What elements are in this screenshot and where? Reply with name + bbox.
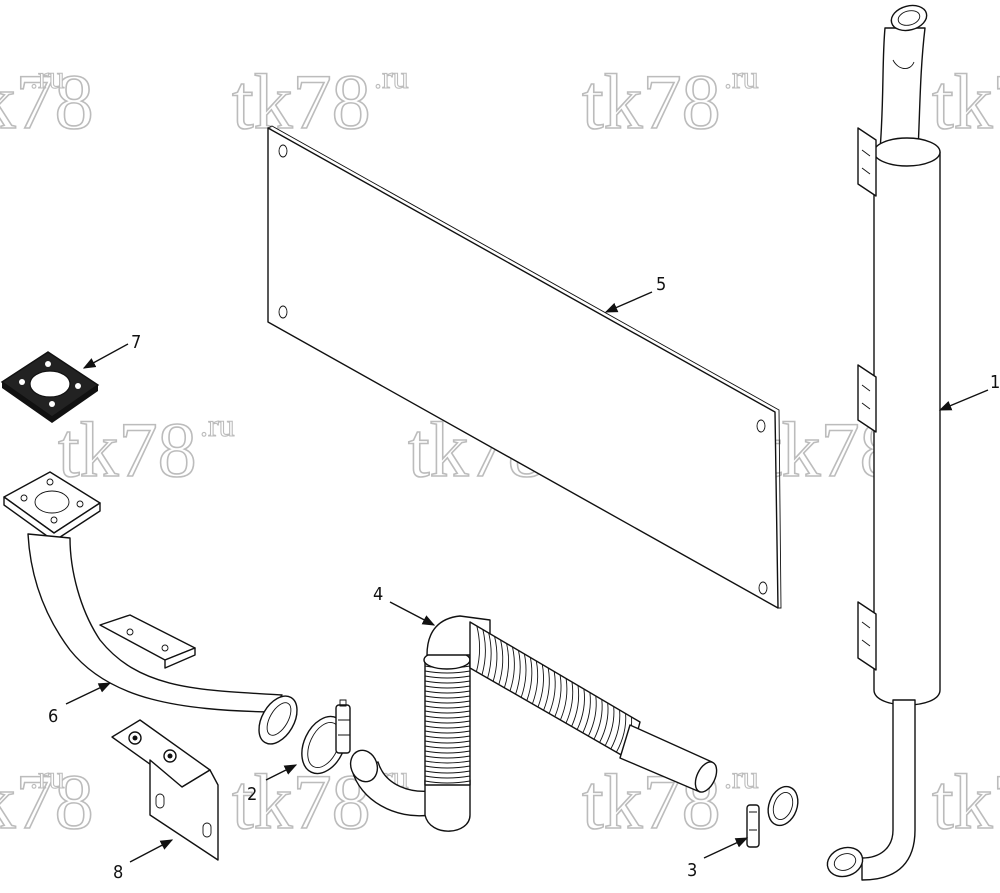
hose-rib: [424, 770, 471, 774]
callout-7: 7: [131, 332, 141, 353]
svg-text:tk78: tk78: [0, 58, 94, 145]
watermark: tk78 .ru: [57, 405, 235, 494]
svg-text:.ru: .ru: [724, 759, 759, 795]
hose-rib: [616, 713, 627, 753]
svg-text:tk78: tk78: [932, 58, 1000, 145]
watermark: tk78 .ru: [0, 757, 94, 846]
hose-rib: [559, 678, 568, 721]
hose-rib: [424, 720, 471, 724]
svg-text:.ru: .ru: [724, 59, 759, 95]
hose-rib: [515, 650, 521, 695]
svg-text:tk78: tk78: [232, 758, 371, 845]
hose-rib: [424, 690, 471, 694]
hose-rib: [424, 680, 471, 684]
callout-6: 6: [48, 706, 58, 727]
callout-1: 1: [990, 372, 1000, 393]
hose-rib: [424, 775, 471, 779]
svg-text:.ru: .ru: [200, 407, 235, 443]
hose-rib: [424, 740, 471, 744]
watermark: tk78 .ru: [231, 757, 409, 846]
hose-rib: [576, 688, 585, 730]
callout-3: 3: [687, 860, 697, 881]
hose-rib: [571, 685, 580, 727]
hose-rib: [565, 681, 574, 724]
hose-rib: [424, 730, 471, 734]
part-1-muffler: [826, 4, 941, 881]
hose-rib: [610, 709, 621, 750]
hose-rib: [531, 660, 539, 705]
vertical-corrugations: [424, 665, 471, 784]
hose-rib: [424, 710, 471, 714]
svg-text:tk78: tk78: [0, 758, 94, 845]
watermark: tk78 .ru: [0, 57, 94, 146]
hose-rib: [548, 671, 556, 714]
hose-rib: [424, 725, 471, 729]
hose-rib: [599, 702, 609, 743]
part-8-bracket: [111, 719, 219, 861]
hose-rib: [424, 760, 471, 764]
part-3-clamp: [746, 785, 799, 848]
hose-rib: [424, 695, 471, 699]
watermark: tk78 .ru: [581, 57, 759, 146]
hose-rib: [424, 765, 471, 769]
callout-4: 4: [373, 584, 383, 605]
hose-rib: [424, 675, 471, 679]
hose-rib: [498, 639, 504, 685]
hose-rib: [424, 755, 471, 759]
hose-rib: [424, 735, 471, 739]
callout-5: 5: [656, 274, 666, 295]
svg-text:.ru: .ru: [30, 59, 65, 95]
hose-rib: [587, 695, 597, 737]
hose-rib: [424, 705, 471, 709]
svg-text:tk78: tk78: [232, 58, 371, 145]
part-6-exhaust-pipe: [3, 471, 298, 745]
hose-rib: [537, 664, 544, 708]
hose-rib: [593, 699, 603, 740]
callout-8: 8: [113, 862, 123, 883]
part-5-heat-shield-plate: [267, 125, 782, 609]
hose-rib: [424, 780, 471, 784]
hose-rib: [492, 636, 498, 682]
hose-rib: [604, 706, 615, 746]
watermark: tk78 .ru: [231, 57, 409, 146]
hose-rib: [554, 674, 562, 717]
svg-text:.ru: .ru: [374, 59, 409, 95]
hose-rib: [520, 653, 527, 698]
watermark: tk78: [931, 757, 1000, 846]
hose-rib: [424, 685, 471, 689]
hose-rib: [509, 646, 515, 692]
watermarks: tk78 .ru tk78 .ru tk78 .ru tk78 tk78 .ru…: [0, 57, 1000, 846]
hose-rib: [481, 629, 486, 676]
svg-text:tk78: tk78: [58, 406, 197, 493]
svg-text:tk78: tk78: [932, 758, 1000, 845]
hose-rib: [487, 632, 492, 679]
callout-labels: 1 2 3 4 5 6 7 8: [48, 274, 1000, 883]
hose-rib: [543, 667, 550, 711]
hose-rib: [503, 643, 510, 688]
hose-rib: [424, 745, 471, 749]
part-2-clamp: [301, 699, 351, 775]
part-7-gasket: [0, 351, 100, 423]
callout-2: 2: [247, 784, 257, 805]
leader-lines: [65, 291, 989, 863]
hose-rib: [582, 692, 591, 734]
hose-rib: [475, 625, 481, 672]
watermark: tk78: [931, 57, 1000, 146]
hose-rib: [424, 700, 471, 704]
svg-text:.ru: .ru: [30, 759, 65, 795]
hose-rib: [424, 715, 471, 719]
hose-rib: [424, 670, 471, 674]
part-4-flex-pipe: [349, 615, 718, 832]
hose-rib: [424, 750, 471, 754]
svg-text:tk78: tk78: [582, 58, 721, 145]
horizontal-corrugations: [475, 625, 633, 756]
hose-rib: [526, 657, 533, 701]
